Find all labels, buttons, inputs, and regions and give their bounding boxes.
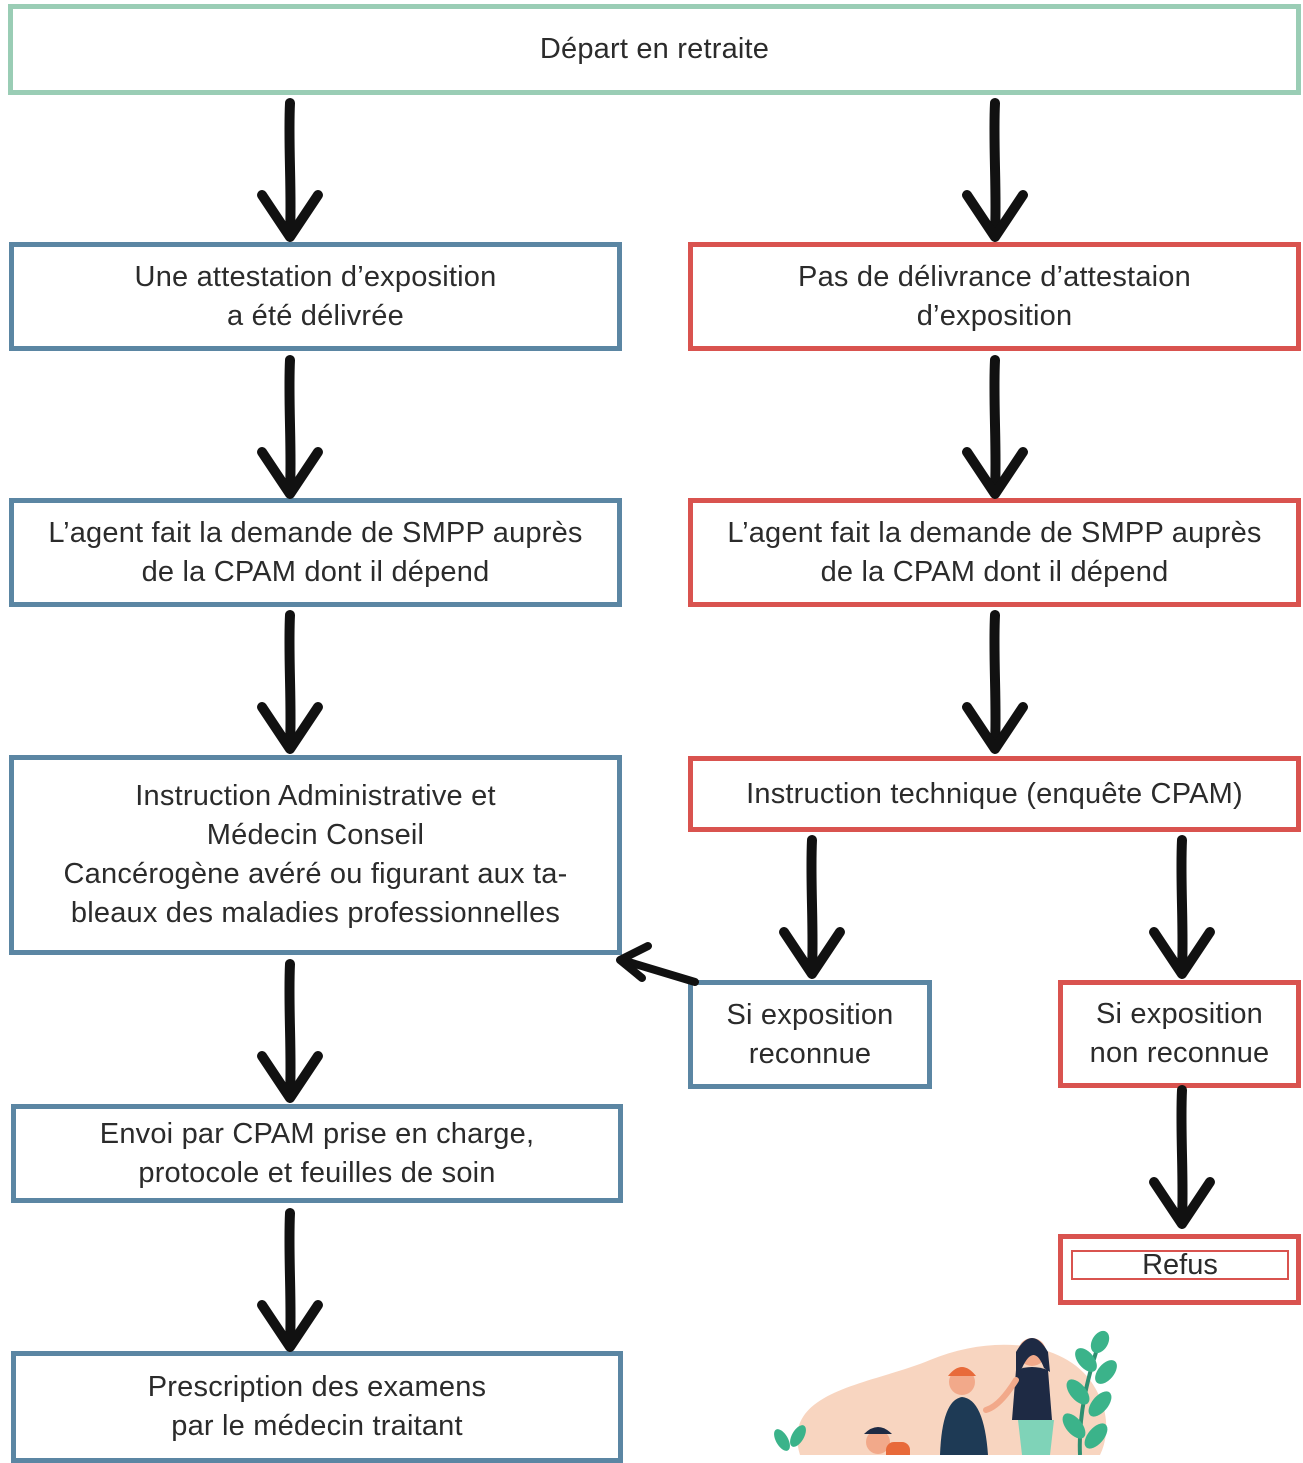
prescription-line-1: Prescription des examens [147, 1371, 487, 1403]
arrow-down-icon [967, 103, 1023, 237]
right-demande-box: L’agent fait la demande de SMPP auprès d… [688, 498, 1301, 607]
arrow-down-icon [262, 615, 318, 749]
reconnue-box: Si exposition reconnue [688, 980, 932, 1089]
arrow-down-icon [262, 964, 318, 1098]
envoi-line-1: Envoi par CPAM prise en charge, [99, 1117, 535, 1150]
left-demande-line-1: L’agent fait la demande de SMPP auprès [48, 516, 583, 549]
attestation-line-2: a été délivrée [227, 299, 404, 332]
left-instruction-line-3: Cancérogène avéré ou figurant aux ta- [63, 858, 568, 890]
left-instruction-line-4: bleaux des maladies professionnelles [70, 897, 561, 929]
left-instruction-box: Instruction Administrative et Médecin Co… [9, 755, 622, 955]
arrow-down-icon [1154, 1090, 1210, 1224]
arrow-down-icon [967, 360, 1023, 494]
non-reconnue-box: Si exposition non reconnue [1058, 980, 1301, 1088]
non-reconnue-line-2: non reconnue [1089, 1037, 1270, 1069]
technical-instruction-label: Instruction technique (enquête CPAM) [746, 777, 1243, 810]
reconnue-line-1: Si exposition [726, 998, 894, 1031]
arrow-down-icon [262, 1213, 318, 1347]
attestation-line-1: Une attestation d’exposition [134, 260, 497, 293]
prescription-box: Prescription des examens par le médecin … [11, 1351, 623, 1463]
left-instruction-line-2: Médecin Conseil [206, 819, 425, 851]
arrow-down-icon [784, 840, 840, 974]
envoi-box: Envoi par CPAM prise en charge, protocol… [11, 1104, 623, 1203]
start-box: Départ en retraite [8, 4, 1301, 95]
no-attestation-line-2: d’exposition [916, 299, 1073, 332]
start-label: Départ en retraite [539, 33, 770, 65]
reconnue-line-2: reconnue [748, 1037, 872, 1070]
family-illustration [774, 1330, 1117, 1455]
arrow-down-icon [262, 103, 318, 237]
right-demande-line-2: de la CPAM dont il dépend [820, 555, 1169, 588]
left-instruction-line-1: Instruction Administrative et [135, 780, 496, 812]
arrow-left-icon [616, 942, 699, 986]
arrow-down-icon [1154, 840, 1210, 974]
left-demande-box: L’agent fait la demande de SMPP auprès d… [9, 498, 622, 607]
envoi-line-2: protocole et feuilles de soin [138, 1156, 496, 1189]
prescription-line-2: par le médecin traitant [171, 1410, 463, 1442]
refus-label-frame: Refus [1071, 1248, 1289, 1281]
technical-instruction-box: Instruction technique (enquête CPAM) [688, 756, 1301, 832]
refus-label: Refus [1142, 1248, 1218, 1281]
no-attestation-line-1: Pas de délivrance d’attestaion [798, 260, 1191, 293]
left-demande-line-2: de la CPAM dont il dépend [141, 555, 490, 588]
arrow-down-icon [967, 615, 1023, 749]
refus-box [1058, 1234, 1301, 1305]
no-attestation-box: Pas de délivrance d’attestaion d’exposit… [688, 242, 1301, 351]
attestation-box: Une attestation d’exposition a été déliv… [9, 242, 622, 351]
non-reconnue-line-1: Si exposition [1095, 998, 1264, 1030]
right-demande-line-1: L’agent fait la demande de SMPP auprès [727, 516, 1262, 549]
arrow-down-icon [262, 360, 318, 494]
